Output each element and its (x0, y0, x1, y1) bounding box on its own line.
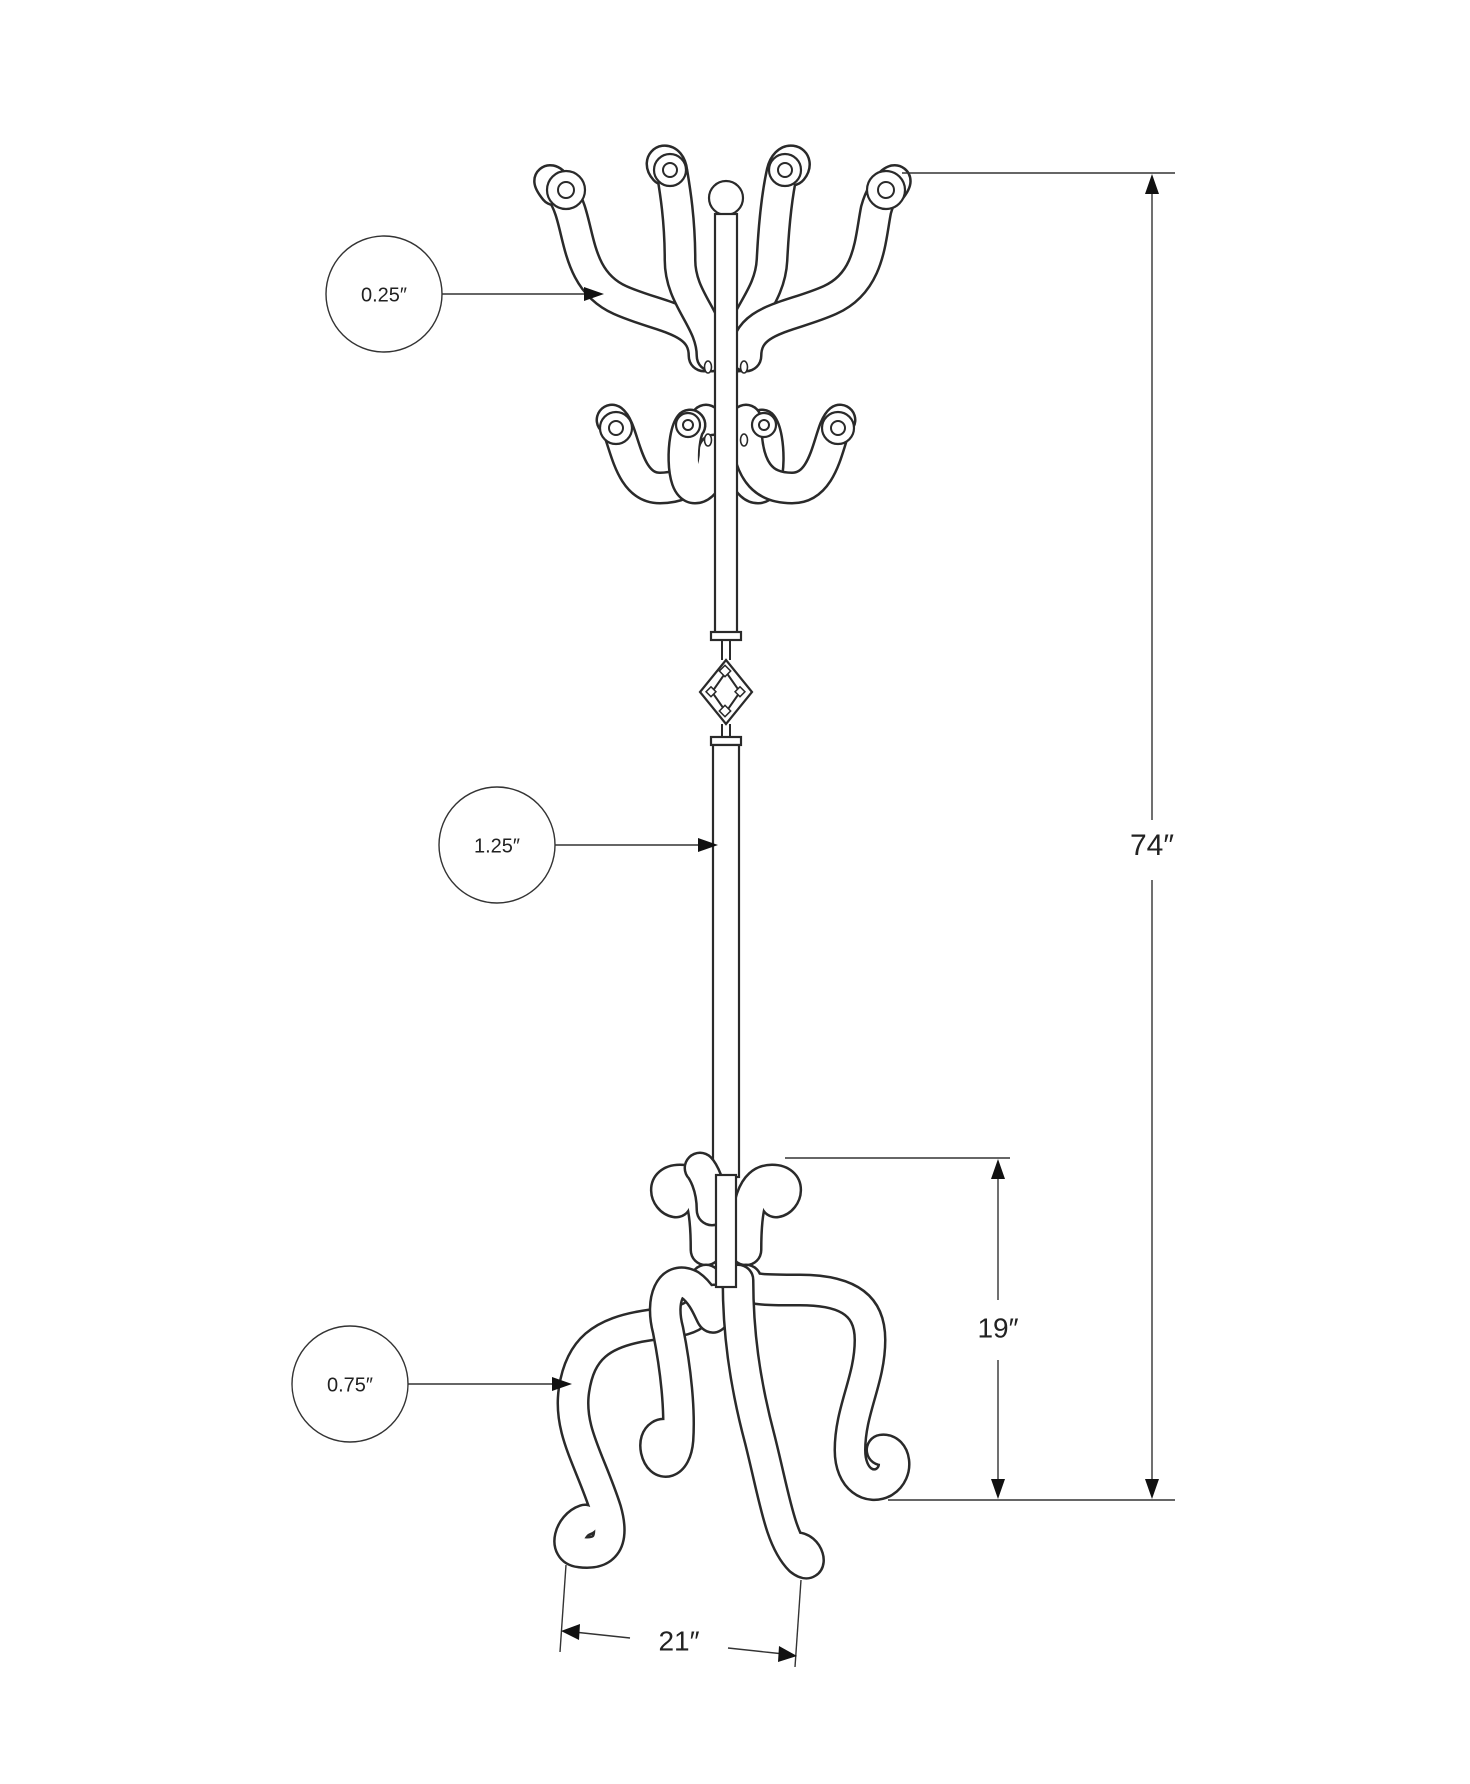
arrow-head (698, 838, 718, 852)
arrow-head (552, 1377, 572, 1391)
arrow-head (991, 1479, 1005, 1499)
callout-pole-thickness: 1.25″ (438, 786, 718, 904)
pole-finial (707, 179, 745, 217)
callout-leg-thickness: 0.75″ (291, 1325, 572, 1443)
pole (698, 179, 754, 1179)
middle-hooks (595, 403, 857, 505)
dimension-total-height: 74″ (888, 172, 1175, 1501)
arrow-head (778, 1646, 797, 1662)
callout-label: 0.75″ (327, 1374, 373, 1396)
total-height-label: 74″ (1130, 829, 1174, 862)
twisted-ornament (698, 640, 754, 738)
base-height-label: 19″ (977, 1312, 1018, 1343)
callout-label: 0.25″ (361, 284, 407, 306)
base-leg-back-left (639, 1266, 731, 1478)
arrow-head (584, 287, 604, 301)
pole-upper (713, 212, 739, 636)
arrow-head (1145, 174, 1159, 194)
base-leg-back-right (729, 1263, 911, 1502)
top-hooks (533, 144, 912, 373)
arrow-head (561, 1624, 580, 1640)
arrow-head (991, 1159, 1005, 1179)
dimension-base-width: 21″ (559, 1564, 802, 1668)
base (553, 1151, 911, 1580)
arrow-head (1145, 1479, 1159, 1499)
base-leg-front-right (721, 1263, 825, 1580)
pole-lower (711, 743, 741, 1179)
callout-label: 1.25″ (474, 835, 520, 857)
base-width-label: 21″ (658, 1625, 699, 1656)
dimension-base-height: 19″ (785, 1157, 1019, 1499)
callout-top-hook-thickness: 0.25″ (325, 235, 604, 353)
